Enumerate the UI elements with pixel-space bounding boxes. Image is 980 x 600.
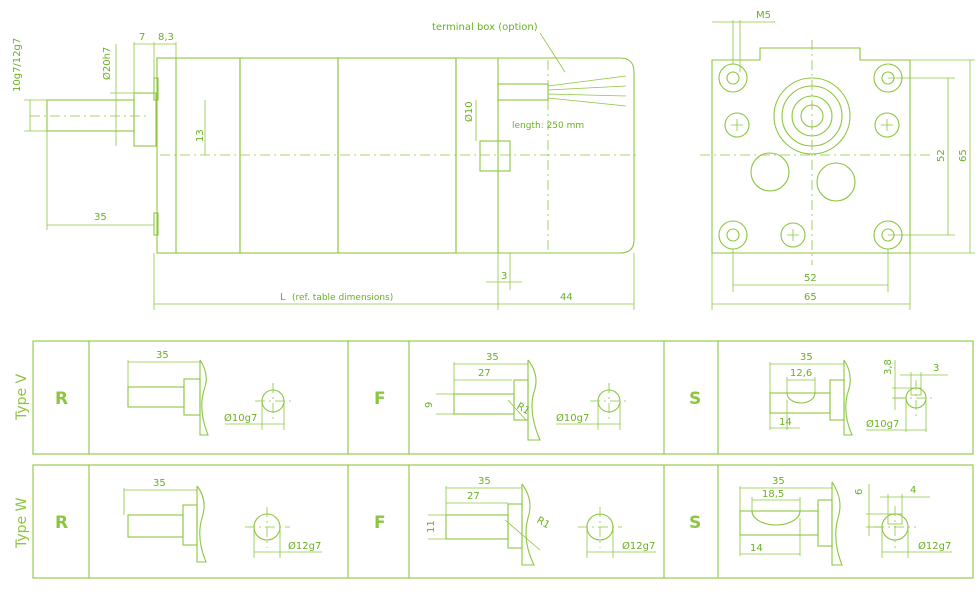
v-s-key-len: 12,6 [790, 368, 812, 379]
v-s-key-h: 3,8 [883, 359, 894, 375]
cable-gland [479, 140, 511, 172]
v-r-letter: R [55, 389, 68, 409]
w-r-len: 35 [153, 478, 166, 489]
dim-3: 3 [501, 271, 507, 282]
w-r-letter: R [55, 513, 68, 533]
v-s-len: 35 [800, 352, 813, 363]
dim-44: 44 [560, 292, 573, 303]
shaft-fit-label: 10g7/12g7 [12, 38, 23, 92]
w-f-drawing: 35 27 11 R1 Ø12g7 [426, 476, 656, 566]
flange-plate-top [153, 77, 159, 101]
thread-m5: M5 [756, 10, 771, 21]
shaft-variants-table: Type V Type W R F S R F S 35 Ø10g7 [14, 340, 974, 579]
dim-7: 7 [139, 32, 145, 43]
hub-outer [773, 77, 851, 155]
v-r-dia: Ø10g7 [224, 412, 257, 424]
w-s-drawing: 35 18,5 14 6 4 Ø12g7 [739, 476, 952, 566]
w-s-key-w: 4 [910, 485, 916, 496]
cable-sleeve [497, 83, 549, 101]
w-s-key-len: 18,5 [762, 489, 784, 500]
dim-52-vertical: 52 [936, 149, 947, 162]
terminal-box [455, 57, 635, 254]
v-r-drawing: 35 Ø10g7 [127, 350, 292, 436]
front-flange [711, 47, 911, 254]
v-s-key-w: 3 [933, 363, 939, 374]
w-f-flat: 11 [426, 520, 437, 533]
flange-plate-bottom [153, 212, 159, 236]
v-r-len: 35 [156, 350, 169, 361]
w-f-letter: F [374, 513, 386, 533]
bolt-hole-tl [718, 63, 748, 93]
w-f-radius: R1 [535, 515, 552, 531]
dim-65-vertical: 65 [958, 149, 969, 162]
screw-1 [724, 112, 750, 138]
output-shaft [46, 99, 135, 132]
v-f-len: 35 [486, 352, 499, 363]
terminal-box-label: terminal box (option) [432, 22, 538, 33]
shaft-hub [133, 92, 157, 147]
dim-13: 13 [195, 129, 206, 142]
motor-body [337, 57, 457, 254]
w-r-dia: Ø12g7 [288, 540, 321, 552]
v-s-dia: Ø10g7 [866, 418, 899, 430]
type-v-label: Type V [14, 373, 30, 421]
screw-3 [780, 222, 806, 248]
w-s-offset: 14 [750, 543, 763, 554]
v-f-letter: F [374, 389, 386, 409]
v-f-flat-len: 27 [478, 368, 491, 379]
row-type-w [32, 464, 974, 579]
wire-diameter: Ø10 [463, 101, 475, 122]
w-s-dia: Ø12g7 [918, 540, 951, 552]
v-s-drawing: 35 12,6 14 3,8 3 Ø10g7 [769, 352, 948, 436]
w-f-len: 35 [478, 476, 491, 487]
length-L: L [280, 292, 286, 303]
gear-stage [239, 57, 339, 254]
screw-2 [874, 112, 900, 138]
gearbox-body [156, 57, 241, 254]
w-f-dia: Ø12g7 [622, 540, 655, 552]
dim-8-3: 8,3 [158, 32, 174, 43]
v-f-dia: Ø10g7 [556, 412, 589, 424]
v-f-radius: R1 [515, 401, 532, 417]
w-s-key-h: 6 [854, 489, 865, 495]
vent-1 [750, 152, 790, 192]
v-f-flat: 9 [424, 402, 435, 408]
type-w-label: Type W [14, 497, 30, 549]
length-note: (ref. table dimensions) [292, 293, 393, 303]
shaft-length-35: 35 [94, 212, 107, 223]
w-s-len: 35 [772, 476, 785, 487]
dim-52-horizontal: 52 [804, 273, 817, 284]
front-view: M5 52 65 52 65 [700, 10, 975, 310]
w-f-flat-len: 27 [467, 491, 480, 502]
v-f-drawing: 35 27 9 R1 Ø10g7 [424, 352, 628, 441]
v-s-offset: 14 [779, 417, 792, 428]
row-type-v [32, 340, 974, 455]
flange-fit-label: Ø20h7 [101, 47, 113, 80]
dim-65-horizontal: 65 [804, 292, 817, 303]
side-view: 10g7/12g7 Ø20h7 7 8,3 13 35 Ø10 length: … [12, 22, 640, 310]
vent-2 [816, 162, 856, 202]
w-r-drawing: 35 Ø12g7 [123, 478, 322, 563]
wire-length: length: 250 mm [512, 121, 584, 131]
cable-wires [547, 75, 627, 107]
v-s-letter: S [689, 389, 701, 409]
bolt-hole-bl [718, 220, 748, 250]
w-s-letter: S [689, 513, 701, 533]
